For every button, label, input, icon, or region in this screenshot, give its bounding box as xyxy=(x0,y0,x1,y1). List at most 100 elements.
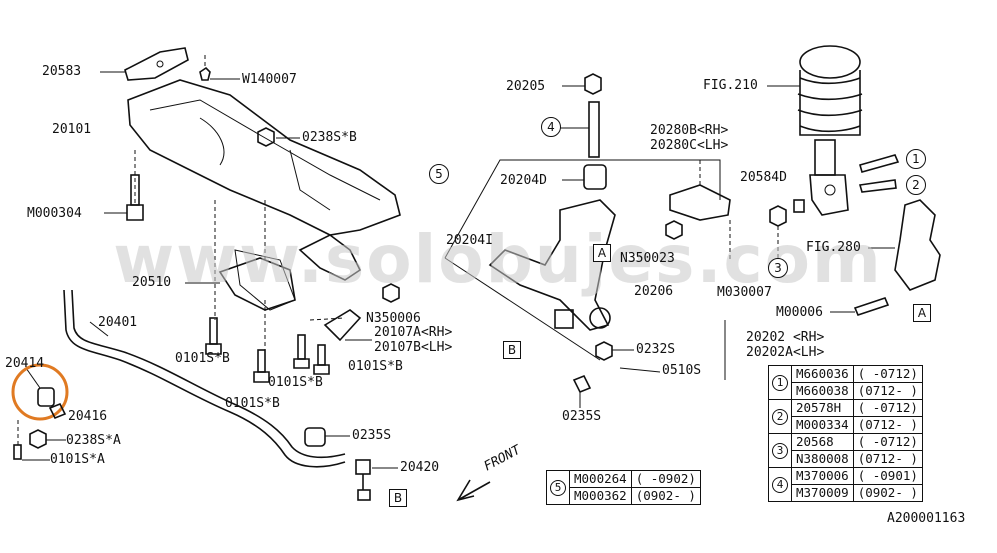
front-arrow xyxy=(456,479,491,502)
label-0101s-b-d: 0101S*B xyxy=(348,359,403,374)
nut-0238s-b xyxy=(257,127,300,147)
bushing-0235s-a xyxy=(304,427,350,447)
label-0238s-a: 0238S*A xyxy=(66,433,121,448)
table-cell-date: ( -0901) xyxy=(852,467,923,485)
bolt-2 xyxy=(858,179,897,193)
callout-2: 2 xyxy=(906,175,926,195)
bracket-20280 xyxy=(665,160,731,260)
label-0101s-b-b: 0101S*B xyxy=(225,396,280,411)
control-arm-group xyxy=(444,159,726,380)
label-0235s-b: 0235S xyxy=(562,409,602,424)
ref-a-knuckle: A xyxy=(913,304,931,322)
bushing-20414 xyxy=(25,367,55,407)
label-fig280: FIG.280 xyxy=(806,240,861,255)
label-20510: 20510 xyxy=(132,275,172,290)
table-row: N380008(0712- ) xyxy=(769,450,923,468)
label-20414: 20414 xyxy=(5,356,45,371)
nut-0238s-a xyxy=(29,429,66,449)
label-w140007: W140007 xyxy=(242,72,297,87)
table-row: M370009(0902- ) xyxy=(769,484,923,502)
label-0101s-a: 0101S*A xyxy=(50,452,105,467)
label-20280b: 20280B<RH> xyxy=(650,123,729,138)
table-cell-part: 20578H xyxy=(791,399,854,417)
strut-fig210 xyxy=(767,45,863,216)
callout-5: 5 xyxy=(429,164,449,184)
label-20107a: 20107A<RH> xyxy=(374,325,453,340)
table-cell-date: (0902- ) xyxy=(630,487,701,505)
table-cell-part: M660038 xyxy=(791,382,854,400)
nut-20205 xyxy=(562,73,602,95)
bracket-20583 xyxy=(100,47,189,81)
table-cell-part: M370009 xyxy=(791,484,854,502)
label-20204i: 20204I xyxy=(446,233,493,248)
bracket-20510 xyxy=(185,257,296,311)
label-20583: 20583 xyxy=(42,64,82,79)
table-cell-date: (0902- ) xyxy=(852,484,923,502)
label-0101s-b-c: 0101S*B xyxy=(268,375,323,390)
table-cell-part: 20568 xyxy=(791,433,854,451)
bushing-0235s-b xyxy=(572,374,592,408)
table-group-number: 5 xyxy=(546,470,570,505)
table-row: M660038(0712- ) xyxy=(769,382,923,400)
knuckle-fig280 xyxy=(868,199,941,291)
label-20107b: 20107B<LH> xyxy=(374,340,453,355)
table-group-number: 3 xyxy=(768,433,792,468)
table-cell-part: N380008 xyxy=(791,450,854,468)
table-cell-part: M000264 xyxy=(569,470,632,488)
table-cell-date: ( -0902) xyxy=(630,470,701,488)
bolt-0101s-a xyxy=(13,420,50,461)
table-cell-part: M660036 xyxy=(791,365,854,383)
bolt-1 xyxy=(859,154,900,173)
table-cell-part: M370006 xyxy=(791,467,854,485)
ref-a-arm: A xyxy=(593,244,611,262)
nut-3 xyxy=(769,205,787,258)
nut-n350006 xyxy=(382,283,400,303)
bolt-0101sb-a xyxy=(205,317,222,355)
highlight-circle xyxy=(11,363,69,421)
bracket-20107 xyxy=(309,309,372,342)
bolt-0101sb-d xyxy=(313,344,330,375)
table-cell-date: (0712- ) xyxy=(852,382,923,400)
label-0235s-a: 0235S xyxy=(352,428,392,443)
link-20420 xyxy=(355,459,398,501)
label-20205: 20205 xyxy=(506,79,546,94)
label-20204d: 20204D xyxy=(500,173,547,188)
table-row: M000362(0902- ) xyxy=(547,487,701,505)
table-cell-part: M000334 xyxy=(791,416,854,434)
table-group-number: 4 xyxy=(768,467,792,502)
label-20420: 20420 xyxy=(400,460,440,475)
table-cell-date: ( -0712) xyxy=(852,433,923,451)
table-cell-date: (0712- ) xyxy=(852,450,923,468)
label-fig210: FIG.210 xyxy=(703,78,758,93)
label-0232s: 0232S xyxy=(636,342,676,357)
label-20401: 20401 xyxy=(98,315,138,330)
label-0238s-b: 0238S*B xyxy=(302,130,357,145)
label-m030007: M030007 xyxy=(717,285,772,300)
label-0101s-b-a: 0101S*B xyxy=(175,351,230,366)
label-20101: 20101 xyxy=(52,122,92,137)
clamp-20416 xyxy=(48,402,67,420)
label-m00006: M00006 xyxy=(776,305,823,320)
label-20584d: 20584D xyxy=(740,170,787,185)
bolt-m00006 xyxy=(830,297,890,316)
bolt-0101sb-b xyxy=(253,349,270,383)
table-cell-part: M000362 xyxy=(569,487,632,505)
label-n350023: N350023 xyxy=(620,251,675,266)
label-20416: 20416 xyxy=(68,409,108,424)
table-cell-date: (0712- ) xyxy=(852,416,923,434)
arm-20202 xyxy=(488,199,616,331)
table-cell-date: ( -0712) xyxy=(852,399,923,417)
bolt-m000304 xyxy=(104,174,144,221)
label-20280c: 20280C<LH> xyxy=(650,138,729,153)
callout-3: 3 xyxy=(768,258,788,278)
table-cell-date: ( -0712) xyxy=(852,365,923,383)
stabilizer-bar-20401 xyxy=(63,289,346,468)
table-group-number: 2 xyxy=(768,399,792,434)
callout-4: 4 xyxy=(541,117,561,137)
